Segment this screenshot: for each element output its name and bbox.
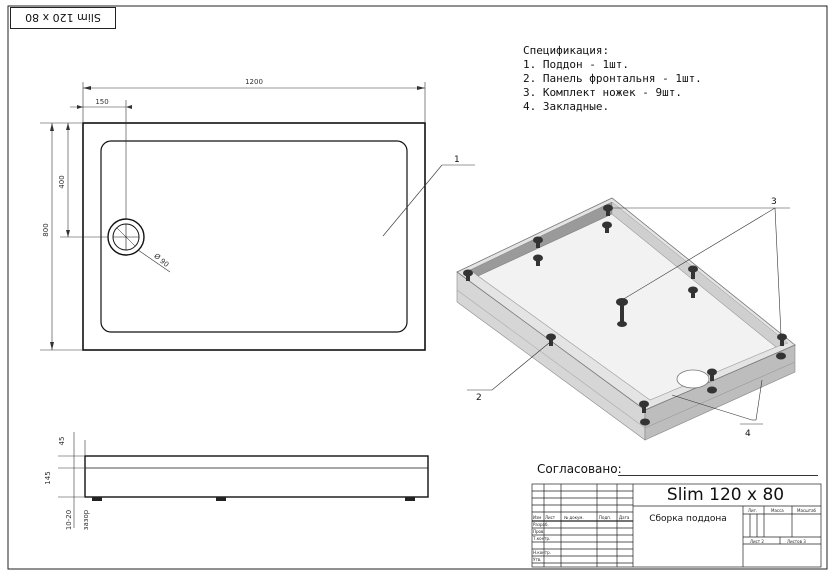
dimension-arrows — [50, 86, 425, 350]
spec-item: 4. Закладные. — [523, 100, 610, 113]
side-view-feet — [92, 497, 415, 501]
spec-item: 1. Поддон - 1шт. — [523, 58, 629, 71]
spec-item: 3. Комплект ножек - 9шт. — [523, 86, 682, 99]
tb-row-developer: Разраб. — [533, 522, 549, 527]
callout-4: 4 — [745, 429, 751, 439]
tray-top-view — [82, 122, 426, 351]
dim-side-top: 45 — [58, 437, 66, 446]
dim-height: 800 — [42, 223, 50, 236]
title-block-title: Slim 120 x 80 — [666, 485, 785, 505]
tb-row-approved: Утв. — [533, 557, 542, 562]
title-block-grid — [531, 483, 822, 568]
callout-1-leader — [382, 164, 475, 237]
tb-col-sign: Подп. — [599, 515, 612, 520]
tb-sheet: Лист 2 — [750, 539, 764, 544]
dim-side-gap: 10-20 — [65, 510, 73, 530]
tb-col-date: Дата — [619, 515, 630, 520]
approval-label: Согласовано: — [537, 462, 622, 476]
dim-drain-offset: 400 — [58, 175, 66, 188]
side-view-dimensions — [58, 432, 86, 528]
tb-sheets: Листов 3 — [787, 539, 806, 544]
tray-isometric-view — [456, 197, 796, 441]
callout-3: 3 — [771, 197, 777, 207]
approval-line — [618, 475, 818, 476]
tb-scale: Масштаб — [797, 508, 817, 513]
tb-row-checked: Пров. — [533, 529, 545, 534]
dim-offset: 150 — [95, 98, 108, 106]
title-block-name: Сборка поддона — [649, 514, 727, 524]
specification-title: Спецификация: — [523, 44, 610, 57]
tb-col-list: Лист — [545, 515, 556, 520]
dim-side-gap-label: зазор — [82, 509, 90, 530]
callout-1: 1 — [454, 155, 460, 165]
callout-2: 2 — [476, 393, 482, 403]
tb-lit: Лит. — [748, 508, 758, 513]
tb-col-doc: № докум. — [564, 515, 584, 520]
iso-drain — [676, 369, 710, 389]
spec-item: 2. Панель фронтальня - 1шт. — [523, 72, 702, 85]
tb-col-izm: Изм — [533, 515, 542, 520]
tray-side-view — [84, 455, 429, 498]
specification-list: Спецификация: 1. Поддон - 1шт. 2. Панель… — [523, 44, 702, 114]
stamp-text: Slim 120 x 80 — [25, 11, 101, 25]
sheet-frame — [7, 5, 828, 570]
callout-leaders — [467, 207, 790, 425]
top-view-dimensions — [40, 82, 426, 351]
tb-mass: Масса — [771, 508, 784, 513]
dim-side-height: 145 — [44, 471, 52, 484]
dim-width: 1200 — [245, 78, 263, 86]
drawing-stamp: Slim 120 x 80 — [10, 7, 116, 29]
iso-feet — [463, 204, 787, 426]
tb-row-tcontrol: Т.контр. — [533, 536, 551, 541]
tb-row-ncontrol: Н.контр. — [533, 550, 551, 555]
